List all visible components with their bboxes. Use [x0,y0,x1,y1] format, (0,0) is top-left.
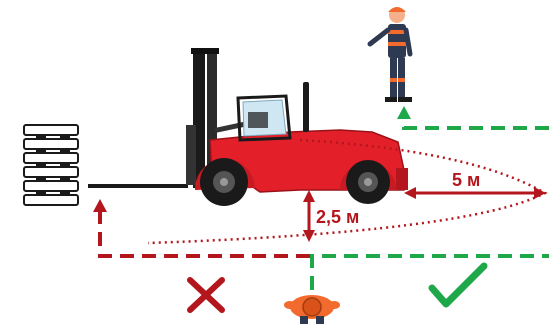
turning-radius-ellipse [147,138,548,245]
check-icon [428,262,488,308]
forklift [88,48,408,206]
distance-5m-label: 5 м [452,170,480,190]
worker-top-view [284,295,340,324]
danger-path [98,210,312,258]
distance-5m-arrow [404,187,546,199]
distance-2-5m-label: 2,5 м [316,207,359,227]
cross-icon [187,277,225,313]
distance-2-5m-arrow [303,190,315,242]
danger-path-arrowhead [93,199,107,212]
pallet-stack [23,124,79,206]
safe-path-arrowhead [397,106,411,119]
safe-path [310,116,549,290]
worker-standing [367,7,413,102]
